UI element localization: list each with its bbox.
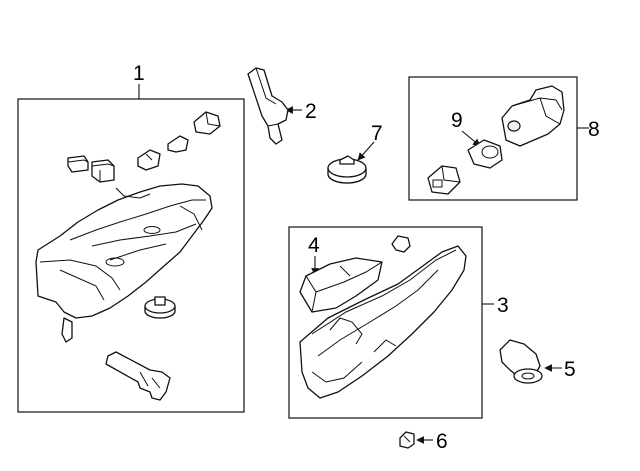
callout-4: 4: [308, 234, 320, 257]
leader-9: [461, 130, 481, 147]
part-9-bulb: [467, 139, 503, 169]
part-3-glove-box-door: [299, 245, 467, 399]
assembly-frame-8: [408, 76, 578, 201]
part-1-clip-b: [91, 159, 115, 183]
leader-7: [357, 141, 375, 161]
assembly-frame-3: [288, 226, 483, 419]
callout-6: 6: [436, 430, 448, 453]
assembly-frame-1: [17, 98, 245, 413]
part-1-clip-d: [167, 135, 189, 153]
part-1-clip-c: [137, 149, 161, 171]
part-5-lock: [499, 339, 543, 384]
part-7-bumper: [327, 155, 367, 184]
callout-3: 3: [497, 294, 509, 317]
part-3-clip: [391, 235, 411, 253]
callout-9: 9: [451, 109, 463, 132]
part-8-lamp-housing: [501, 85, 565, 147]
part-1-round-bumper: [144, 296, 176, 319]
callout-1: 1: [133, 62, 145, 85]
callout-8: 8: [588, 118, 600, 141]
part-2-latch: [247, 67, 289, 145]
part-1-clip-a: [67, 155, 89, 173]
callout-5: 5: [564, 358, 576, 381]
part-1-clip-e: [193, 111, 221, 135]
callout-7: 7: [371, 122, 383, 145]
part-1-housing: [35, 183, 213, 343]
part-4-tray: [299, 257, 383, 313]
part-1-hinge-bracket: [105, 351, 171, 401]
callout-2: 2: [305, 100, 317, 123]
part-6-clip: [399, 431, 415, 449]
part-8-connector: [427, 165, 461, 195]
